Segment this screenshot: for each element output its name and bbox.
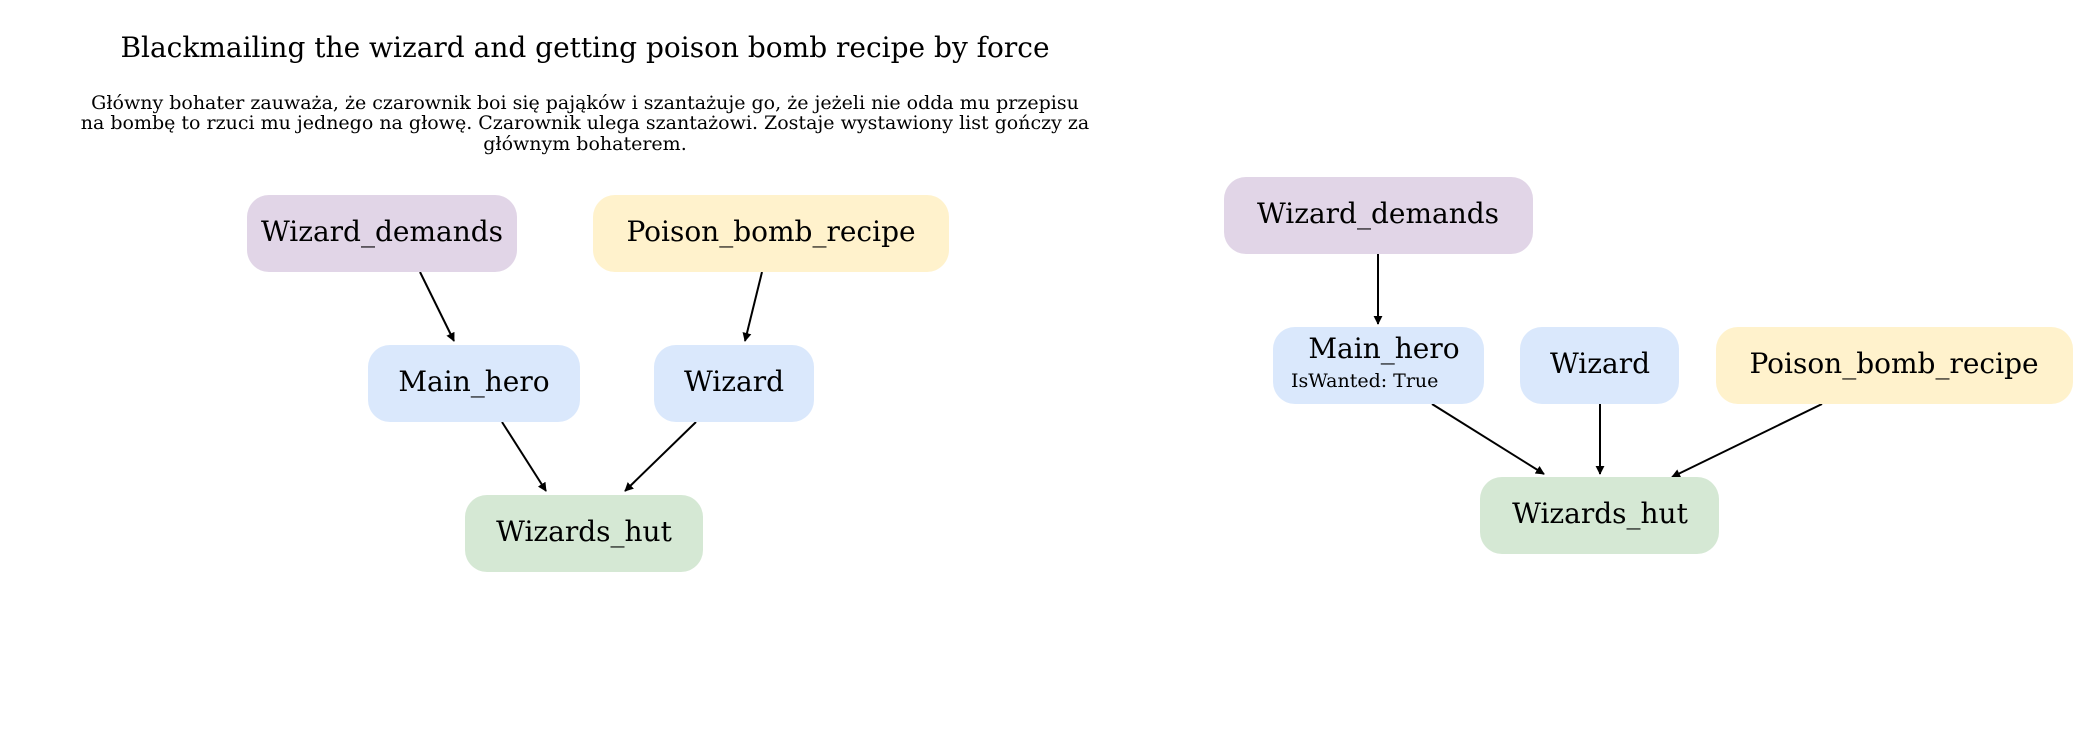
left-edge-wizard-to-wizards-hut xyxy=(624,421,697,492)
right-node-main-hero-label: Main_hero xyxy=(1308,332,1459,365)
left-node-wizard-demands: Wizard_demands xyxy=(247,195,517,272)
left-node-wizard-shape xyxy=(654,345,814,422)
right-node-wizards-hut: Wizards_hut xyxy=(1480,477,1719,554)
left-node-main-hero: Main_hero xyxy=(368,345,580,422)
left-node-poison-bomb-recipe-shape xyxy=(593,195,949,272)
left-node-wizard-demands-shape xyxy=(247,195,517,272)
right-node-main-hero-attribute: IsWanted: True xyxy=(1291,370,1438,392)
right-node-wizard-shape xyxy=(1520,327,1679,404)
right-node-main-hero-shape xyxy=(1273,327,1484,404)
left-node-wizards-hut-shape xyxy=(465,495,703,572)
left-node-main-hero-shape xyxy=(368,345,580,422)
right-node-poison-bomb-recipe: Poison_bomb_recipe xyxy=(1716,327,2073,404)
right-node-wizard-demands: Wizard_demands xyxy=(1224,177,1533,254)
right-node-poison-bomb-recipe-label: Poison_bomb_recipe xyxy=(1749,347,2038,380)
left-edge-main-hero-to-wizards-hut xyxy=(501,421,547,492)
left-node-main-hero-label: Main_hero xyxy=(398,365,549,398)
left-node-wizards-hut-label: Wizards_hut xyxy=(496,515,672,548)
left-node-wizard-demands-label: Wizard_demands xyxy=(261,215,503,248)
left-description-line-3: głównym bohaterem. xyxy=(483,133,686,155)
left-description-line-2: na bombę to rzuci mu jednego na głowę. C… xyxy=(81,112,1090,134)
right-node-wizard: Wizard xyxy=(1520,327,1679,404)
left-node-wizard: Wizard xyxy=(654,345,814,422)
right-node-wizard-demands-shape xyxy=(1224,177,1533,254)
left-node-poison-bomb-recipe: Poison_bomb_recipe xyxy=(593,195,949,272)
right-node-wizards-hut-shape xyxy=(1480,477,1719,554)
left-edge-wizard-demands-to-main-hero xyxy=(419,271,455,342)
left-diagram: Blackmailing the wizard and getting pois… xyxy=(81,31,1090,572)
right-node-wizard-label: Wizard xyxy=(1550,347,1650,380)
right-node-main-hero: Main_hero IsWanted: True xyxy=(1273,327,1484,404)
left-diagram-title: Blackmailing the wizard and getting pois… xyxy=(120,31,1049,64)
right-node-poison-bomb-recipe-shape xyxy=(1716,327,2073,404)
left-node-wizards-hut: Wizards_hut xyxy=(465,495,703,572)
left-node-wizard-label: Wizard xyxy=(684,365,784,398)
left-edge-poison-bomb-recipe-to-wizard xyxy=(742,271,763,342)
left-description-line-1: Główny bohater zauważa, że czarownik boi… xyxy=(91,92,1079,114)
right-node-wizards-hut-label: Wizards_hut xyxy=(1512,497,1688,530)
right-edge-main-hero-to-wizards-hut xyxy=(1431,403,1545,475)
left-node-poison-bomb-recipe-label: Poison_bomb_recipe xyxy=(626,215,915,248)
right-diagram: Wizard_demands Main_hero IsWanted: True … xyxy=(1224,177,2073,554)
right-edge-poison-bomb-recipe-to-wizards-hut xyxy=(1671,403,1823,478)
right-node-wizard-demands-label: Wizard_demands xyxy=(1257,197,1499,230)
